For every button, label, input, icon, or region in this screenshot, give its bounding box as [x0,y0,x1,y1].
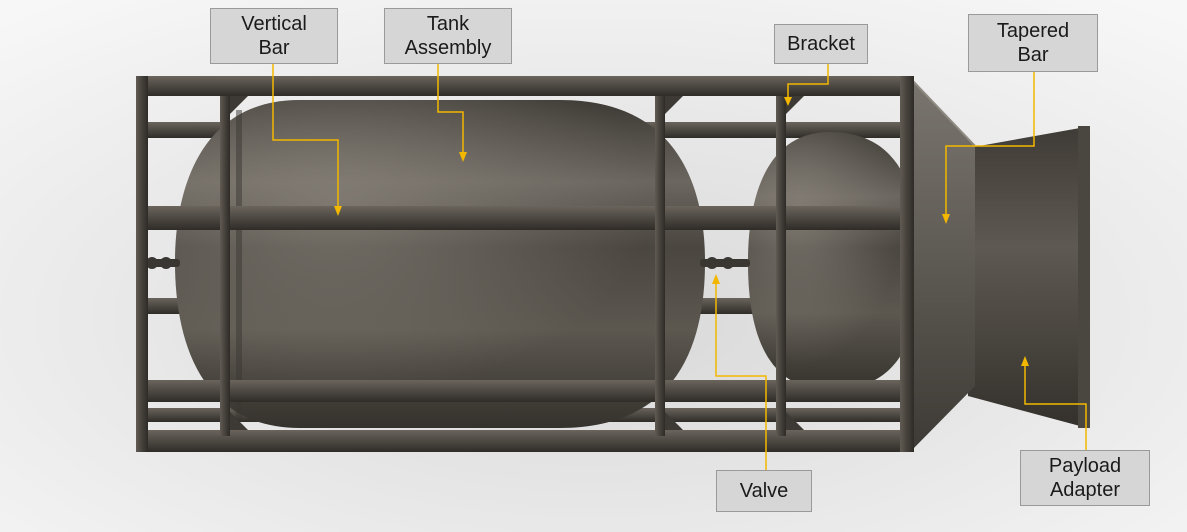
label-tank-assembly: Tank Assembly [384,8,512,64]
label-vertical-bar: Vertical Bar [210,8,338,64]
label-tapered-bar: Tapered Bar [968,14,1098,72]
label-valve: Valve [716,470,812,512]
label-bracket: Bracket [774,24,868,64]
label-payload-adapter: Payload Adapter [1020,450,1150,506]
